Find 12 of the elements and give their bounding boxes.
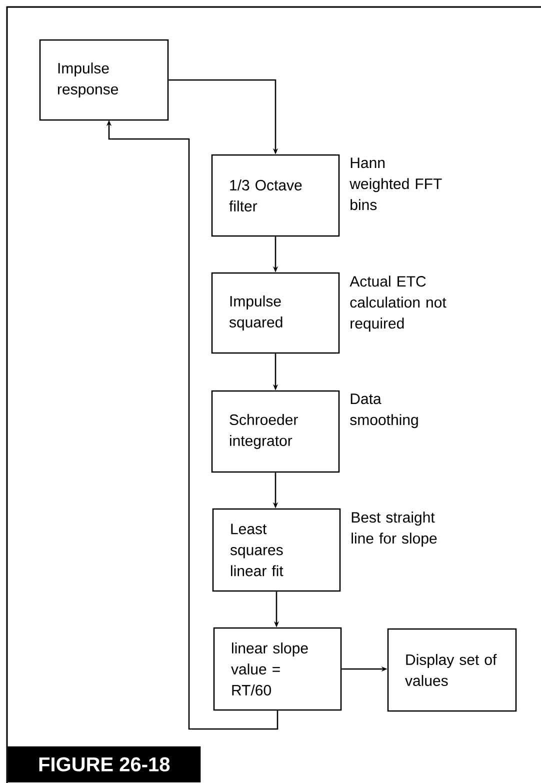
process-box: Impulse squared (211, 272, 340, 354)
process-box: 1/3 Octave filter (211, 154, 340, 237)
annotation-text: Actual ETC calculation not required (350, 276, 446, 332)
annotation-text: Best straight line for slope (352, 512, 437, 547)
annotation-text: Data smoothing (350, 394, 418, 428)
process-box: Impulse response (39, 39, 169, 121)
figure-label: FIGURE 26-18 (8, 746, 201, 782)
process-box: linear slope value = RT/60 (213, 627, 342, 711)
annotation-text: Hann weighted FFT bins (350, 158, 442, 210)
process-box: Display set of values (387, 628, 517, 712)
process-box: Schroeder integrator (211, 390, 340, 473)
process-box: Least squares linear fit (212, 508, 341, 592)
